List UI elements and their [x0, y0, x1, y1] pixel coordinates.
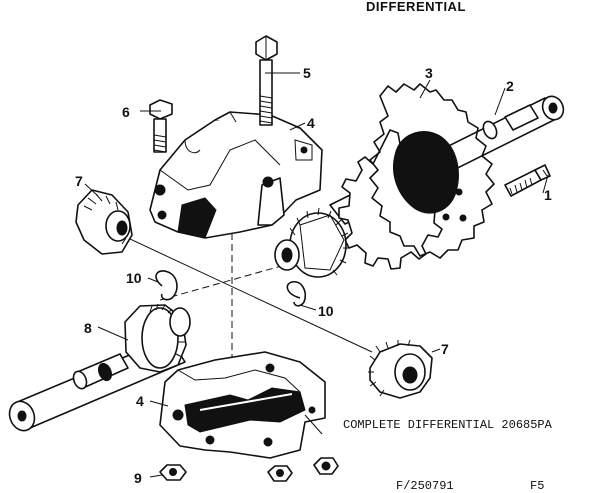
figure-number: F/250791 — [396, 479, 454, 493]
assembly-centerline — [114, 231, 373, 353]
bolt-short — [149, 99, 173, 153]
callout-3: 3 — [425, 65, 433, 81]
leader-lines — [84, 72, 549, 478]
sprocket — [338, 129, 467, 270]
retaining-ring-left — [155, 270, 178, 301]
hex-nut-left — [159, 464, 187, 481]
sprocket-outline — [369, 83, 495, 259]
bevel-gear-center — [274, 207, 350, 278]
page-reference: F5 — [530, 479, 544, 493]
callout-7-left: 7 — [75, 173, 83, 189]
axle-centerline — [159, 262, 293, 301]
callout-8: 8 — [84, 320, 92, 336]
set-screw — [504, 164, 551, 197]
housing-lower — [159, 351, 326, 459]
callout-1: 1 — [544, 187, 552, 203]
housing-upper — [149, 111, 323, 239]
bolt-long — [255, 35, 278, 126]
callout-4-lower: 4 — [136, 393, 144, 409]
callout-9: 9 — [134, 470, 142, 486]
callout-10-right: 10 — [318, 303, 334, 319]
assembly-note: COMPLETE DIFFERENTIAL 20685PA — [343, 418, 553, 432]
bevel-gear-lower-right — [368, 339, 433, 399]
diagram-title: DIFFERENTIAL — [366, 0, 466, 14]
callout-6: 6 — [122, 104, 130, 120]
callout-10-left: 10 — [126, 270, 142, 286]
callout-2: 2 — [506, 78, 514, 94]
hex-nut-right — [313, 457, 339, 475]
callout-5: 5 — [303, 65, 311, 81]
callout-4-upper: 4 — [307, 115, 315, 131]
callout-7-right: 7 — [441, 341, 449, 357]
bevel-gear-upper-left — [75, 189, 133, 255]
hex-nut-center — [267, 465, 293, 482]
bevel-gear-left-axle — [124, 303, 191, 373]
retaining-ring-right — [286, 281, 307, 307]
